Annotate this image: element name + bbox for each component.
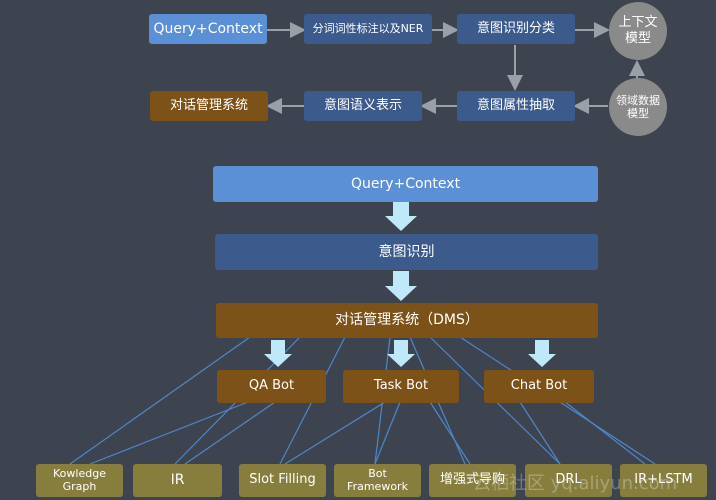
enhanced-shopping-guide-box: 增强式导购 <box>429 464 516 497</box>
down-arrow-intent-to-dms <box>385 271 417 301</box>
domain-data-model-circle: 领域数据模型 <box>609 78 667 136</box>
intent-semantic-representation-box: 意图语义表示 <box>304 91 422 121</box>
down-arrow-query-to-intent <box>385 201 417 231</box>
chat-bot-box: Chat Bot <box>484 370 594 403</box>
bottom-query-context-box: Query+Context <box>213 166 598 202</box>
knowledge-graph-label: Kowledge Graph <box>53 466 106 493</box>
dms-box: 对话管理系统（DMS） <box>216 303 598 338</box>
top-dialog-management-box: 对话管理系统 <box>150 91 268 121</box>
context-model-circle: 上下文模型 <box>609 2 667 60</box>
qa-bot-box: QA Bot <box>217 370 326 403</box>
drl-box: DRL <box>525 464 612 497</box>
down-arrow-dms-to-task-bot <box>387 340 415 367</box>
ir-box: IR <box>133 464 222 497</box>
watermark: 云栖社区 yq.aliyun.com <box>473 473 678 494</box>
bot-framework-label: Bot Framework <box>347 466 408 493</box>
down-arrow-dms-to-qa-bot <box>264 340 292 367</box>
task-bot-box: Task Bot <box>343 370 459 403</box>
intent-attribute-extraction-box: 意图属性抽取 <box>457 91 575 121</box>
bot-lines <box>89 401 646 465</box>
context-model-label: 上下文模型 <box>618 15 658 46</box>
intent-recognition-box: 意图识别 <box>215 234 598 270</box>
top-query-context-box: Query+Context <box>149 14 267 44</box>
bot-framework-box: Bot Framework <box>334 464 421 497</box>
intent-classification-box: 意图识别分类 <box>457 14 575 44</box>
ir-lstm-box: IR+LSTM <box>620 464 707 497</box>
domain-data-model-label: 领域数据模型 <box>616 93 660 120</box>
segmentation-ner-box: 分词词性标注以及NER <box>304 14 432 44</box>
down-arrow-dms-to-chat-bot <box>528 340 556 367</box>
knowledge-graph-box: Kowledge Graph <box>36 464 123 497</box>
slot-filling-box: Slot Filling <box>239 464 326 497</box>
